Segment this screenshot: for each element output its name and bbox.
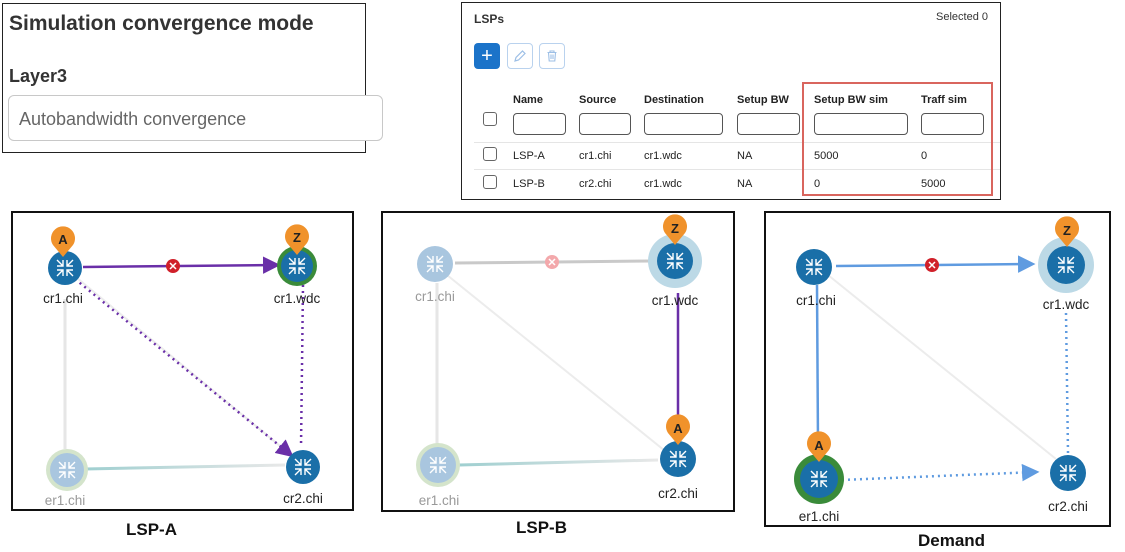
select-all-checkbox[interactable] bbox=[483, 112, 497, 126]
cell-source: cr2.chi bbox=[579, 178, 612, 190]
column-header-setup-bw[interactable]: Setup BW bbox=[737, 94, 789, 106]
layer-label: Layer3 bbox=[9, 66, 68, 86]
edit-icon bbox=[514, 50, 526, 62]
link[interactable] bbox=[458, 458, 659, 467]
router-icon[interactable] bbox=[648, 234, 702, 288]
router-icon[interactable] bbox=[416, 443, 460, 487]
edit-lsp-button[interactable] bbox=[507, 43, 533, 69]
panel-title: Simulation convergence mode bbox=[9, 12, 314, 35]
router-icon[interactable] bbox=[660, 441, 696, 477]
router-icon[interactable] bbox=[1050, 455, 1086, 491]
caption-demand: Demand bbox=[918, 531, 986, 550]
add-lsp-button[interactable]: + bbox=[474, 43, 500, 69]
node-label-cr1-wdc: cr1.wdc bbox=[274, 291, 321, 306]
node-label-cr1-wdc: cr1.wdc bbox=[1043, 297, 1090, 312]
column-header-source[interactable]: Source bbox=[579, 94, 617, 106]
link[interactable] bbox=[446, 274, 676, 460]
node-label-cr2-chi: cr2.chi bbox=[658, 486, 698, 501]
link[interactable] bbox=[84, 463, 286, 471]
filter-traff-sim-input[interactable] bbox=[921, 113, 984, 135]
row-checkbox-lsp-b[interactable] bbox=[483, 175, 497, 189]
location-marker-icon: Z bbox=[285, 224, 309, 255]
filter-destination-input[interactable] bbox=[644, 113, 723, 135]
demand-path-segment[interactable] bbox=[815, 284, 820, 446]
row-divider bbox=[474, 169, 1000, 170]
cell-name: LSP-B bbox=[513, 178, 545, 190]
link[interactable] bbox=[827, 274, 1057, 460]
filter-name-input[interactable] bbox=[513, 113, 566, 135]
row-divider bbox=[474, 142, 1000, 143]
node-label-er1-chi: er1.chi bbox=[419, 493, 460, 508]
cell-setup-bw-sim: 0 bbox=[814, 178, 821, 190]
a-marker-label: A bbox=[814, 438, 824, 453]
router-icon[interactable] bbox=[48, 251, 82, 285]
demand-path-segment[interactable] bbox=[841, 463, 1040, 482]
sim-columns-highlight bbox=[802, 82, 993, 196]
lsp-panel-title: LSPs bbox=[474, 12, 505, 26]
z-marker-label: Z bbox=[293, 230, 301, 245]
column-header-setup-bw-sim[interactable]: Setup BW sim bbox=[814, 94, 888, 106]
simulation-convergence-panel: Simulation convergence mode Layer3 Autob… bbox=[2, 3, 383, 153]
demand-path-segment[interactable] bbox=[1064, 312, 1070, 454]
router-icon[interactable] bbox=[417, 246, 453, 282]
node-label-cr1-chi: cr1.chi bbox=[415, 289, 455, 304]
topology-lsp-a: A Z cr1.chi cr1.wdc er1.chi cr2.chi bbox=[11, 211, 354, 511]
node-label-er1-chi: er1.chi bbox=[45, 493, 86, 508]
lsp-table-panel: LSPs Selected 0 + Name Source Destinatio… bbox=[461, 2, 1001, 200]
failed-link-icon[interactable] bbox=[545, 255, 559, 269]
topology-demand: Z A cr1.chi cr1.wdc er1.chi cr2.chi bbox=[764, 211, 1111, 527]
router-icon[interactable] bbox=[277, 246, 317, 286]
node-label-er1-chi: er1.chi bbox=[799, 509, 840, 524]
cell-traff-sim: 5000 bbox=[921, 178, 946, 190]
a-marker-label: A bbox=[58, 232, 68, 247]
z-marker-label: Z bbox=[671, 221, 679, 236]
plus-icon: + bbox=[481, 45, 493, 67]
row-checkbox-lsp-a[interactable] bbox=[483, 147, 497, 161]
node-label-cr1-wdc: cr1.wdc bbox=[652, 293, 699, 308]
delete-lsp-button[interactable] bbox=[539, 43, 565, 69]
column-header-traff-sim[interactable]: Traff sim bbox=[921, 94, 967, 106]
lsp-path-segment[interactable] bbox=[299, 284, 305, 448]
router-icon[interactable] bbox=[796, 249, 832, 285]
cell-name: LSP-A bbox=[513, 150, 545, 162]
node-label-cr1-chi: cr1.chi bbox=[43, 291, 83, 306]
convergence-mode-select[interactable]: Autobandwidth convergence bbox=[8, 95, 383, 141]
cell-setup-bw: NA bbox=[737, 150, 753, 162]
lsp-path-segment[interactable] bbox=[74, 278, 294, 458]
router-icon[interactable] bbox=[286, 450, 320, 484]
router-icon[interactable] bbox=[794, 454, 844, 504]
location-marker-icon: Z bbox=[663, 214, 687, 245]
failed-link-icon[interactable] bbox=[925, 258, 939, 272]
selected-count: Selected 0 bbox=[936, 11, 988, 23]
caption-lsp-b: LSP-B bbox=[516, 518, 567, 537]
filter-setup-bw-input[interactable] bbox=[737, 113, 800, 135]
location-marker-icon: A bbox=[807, 431, 831, 462]
node-label-cr1-chi: cr1.chi bbox=[796, 293, 836, 308]
trash-icon bbox=[547, 50, 557, 62]
cell-destination: cr1.wdc bbox=[644, 150, 682, 162]
cell-setup-bw: NA bbox=[737, 178, 753, 190]
location-marker-icon: A bbox=[666, 414, 690, 445]
column-header-destination[interactable]: Destination bbox=[644, 94, 704, 106]
node-label-cr2-chi: cr2.chi bbox=[1048, 499, 1088, 514]
router-icon[interactable] bbox=[1038, 237, 1094, 293]
location-marker-icon: A bbox=[51, 226, 75, 257]
cell-setup-bw-sim: 5000 bbox=[814, 150, 839, 162]
cell-source: cr1.chi bbox=[579, 150, 612, 162]
column-header-name[interactable]: Name bbox=[513, 94, 543, 106]
topology-lsp-b: Z A cr1.chi cr1.wdc er1.chi cr2.chi bbox=[381, 211, 735, 512]
cell-destination: cr1.wdc bbox=[644, 178, 682, 190]
filter-setup-bw-sim-input[interactable] bbox=[814, 113, 908, 135]
cell-traff-sim: 0 bbox=[921, 150, 928, 162]
a-marker-label: A bbox=[673, 421, 683, 436]
failed-link-icon[interactable] bbox=[166, 259, 180, 273]
filter-source-input[interactable] bbox=[579, 113, 631, 135]
z-marker-label: Z bbox=[1063, 223, 1071, 238]
router-icon[interactable] bbox=[46, 449, 88, 491]
node-label-cr2-chi: cr2.chi bbox=[283, 491, 323, 506]
location-marker-icon: Z bbox=[1055, 216, 1079, 247]
caption-lsp-a: LSP-A bbox=[126, 520, 177, 539]
